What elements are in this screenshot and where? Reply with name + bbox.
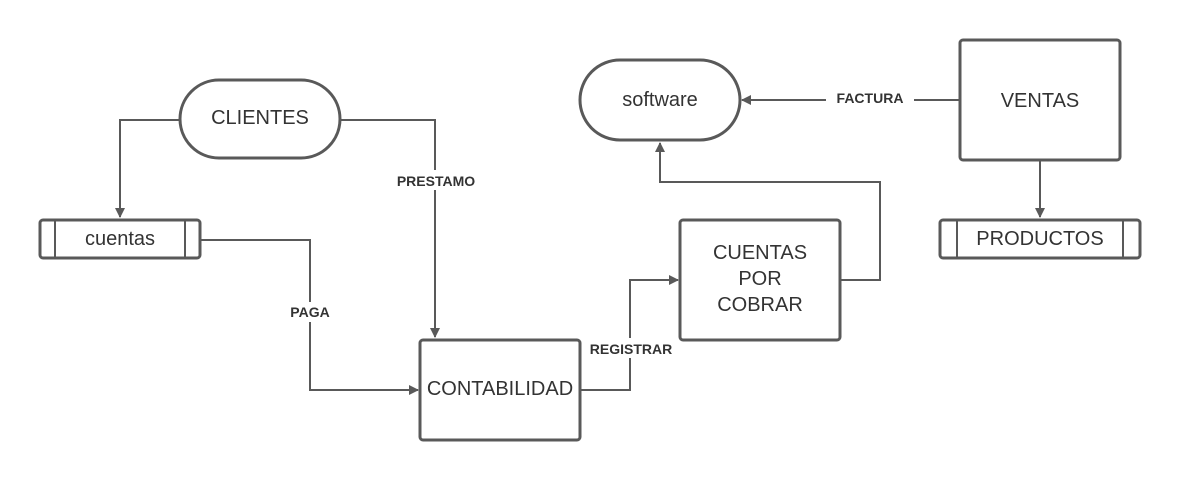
node-cuentas-por-cobrar-label-line-2: POR	[738, 268, 781, 290]
node-cuentas-por-cobrar-label-line-1: CUENTAS	[713, 242, 807, 264]
node-cuentas: cuentas	[38, 218, 202, 260]
edge-cuentas-por-cobrar-to-software	[655, 142, 881, 281]
node-productos: PRODUCTOS	[938, 218, 1142, 260]
node-ventas-label: VENTAS	[1001, 90, 1080, 112]
node-software: software	[578, 58, 742, 142]
node-contabilidad-label: CONTABILIDAD	[427, 378, 573, 400]
node-contabilidad: CONTABILIDAD	[418, 338, 582, 442]
edge-label-paga-group: PAGA	[283, 302, 337, 322]
node-clientes-label: CLIENTES	[211, 107, 309, 129]
node-cuentas-por-cobrar-label-line-3: COBRAR	[717, 294, 803, 316]
edge-label-paga: PAGA	[290, 304, 329, 320]
edge-contabilidad-to-cuentas-por-cobrar	[580, 275, 679, 391]
edge-label-factura-group: FACTURA	[826, 88, 914, 108]
node-software-label: software	[622, 89, 698, 111]
node-clientes: CLIENTES	[178, 78, 342, 160]
node-cuentas-por-cobrar: CUENTAS POR COBRAR	[678, 218, 842, 342]
edge-clientes-to-contabilidad	[340, 119, 440, 338]
node-cuentas-label: cuentas	[85, 228, 155, 250]
edge-label-factura: FACTURA	[837, 90, 904, 106]
edge-label-registrar: REGISTRAR	[590, 341, 672, 357]
edge-label-prestamo: PRESTAMO	[397, 173, 475, 189]
edge-clientes-to-cuentas	[115, 119, 180, 218]
edge-label-prestamo-group: PRESTAMO	[386, 170, 486, 190]
node-productos-label: PRODUCTOS	[976, 228, 1103, 250]
node-ventas: VENTAS	[958, 38, 1122, 162]
edge-label-registrar-group: REGISTRAR	[578, 338, 684, 358]
